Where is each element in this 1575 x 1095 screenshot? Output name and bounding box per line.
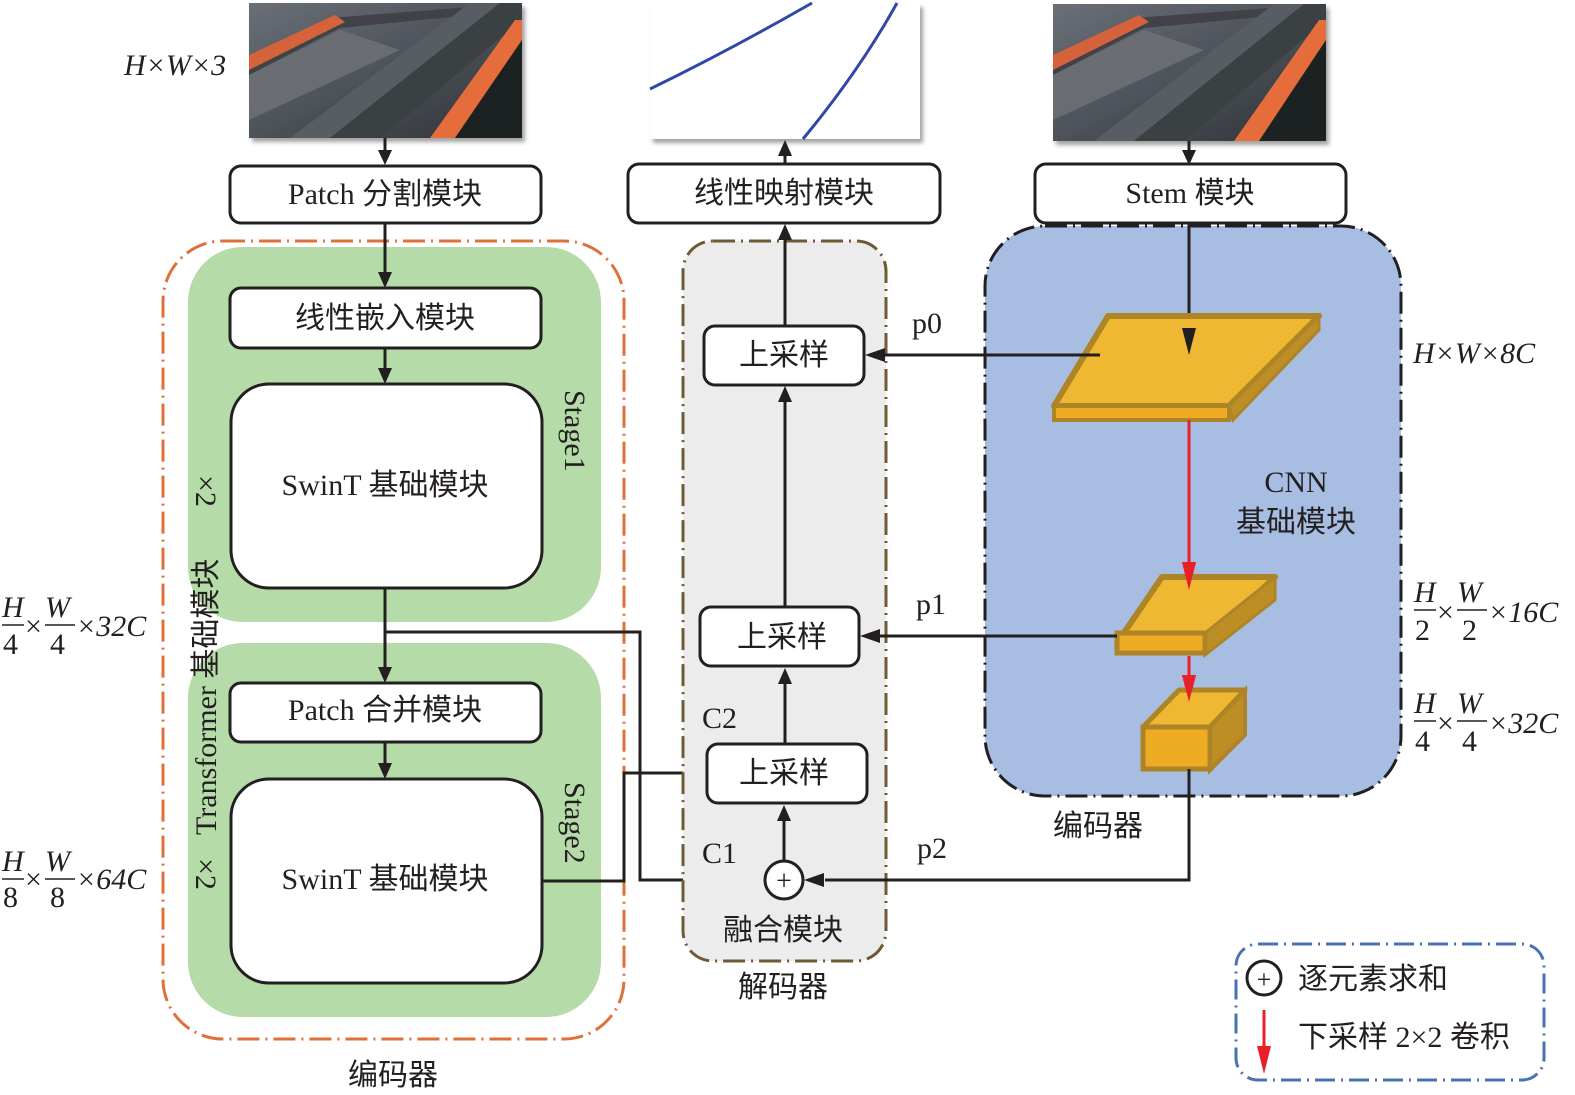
arrowhead [378,368,392,384]
patch-split-label: Patch 分割模块 [288,178,482,211]
dim-p0: H×W×8C [1412,337,1536,370]
fusion-sum-node: + [763,859,805,901]
feature-map-p2 [1140,684,1248,775]
right-encoder-caption: 编码器 [1053,810,1143,843]
svg-text:×64C: ×64C [76,863,147,896]
svg-text:2: 2 [1462,614,1477,647]
left-input-dim: H×W×3 [123,49,226,82]
stage1-label: Stage1 [558,390,591,472]
cnn-title-line2: 基础模块 [1236,506,1356,539]
upsample-bottom-label: 上采样 [739,757,829,790]
arrowhead [378,272,392,288]
feature-map-p1 [1114,573,1278,659]
svg-text:W: W [45,845,73,878]
upsample-top-box [702,324,866,387]
upsample-mid-box [698,605,861,668]
linear-embed-label: 线性嵌入模块 [295,302,475,335]
arrowhead-p2 [1182,675,1196,702]
transformer-block-vertical-label: Transformer 基础模块 [190,559,223,835]
stage2-label: Stage2 [558,782,591,864]
svg-text:8: 8 [3,881,18,914]
dim-stage1: H 4 × W 4 ×32C [1,591,147,661]
svg-text:W: W [1457,576,1485,609]
svg-text:×: × [25,863,42,896]
dim-stage2: H 8 × W 8 ×64C [1,845,147,914]
arrowhead [778,224,792,240]
left-encoder-caption: 编码器 [348,1059,438,1092]
svg-text:H: H [1,845,26,878]
legend-sum-icon: + [1245,959,1283,997]
patch-merge-label: Patch 合并模块 [288,694,482,727]
transformer-encoder-border [161,239,626,1041]
repeat-x2-stage1: ×2 [189,475,222,507]
svg-text:H: H [1413,687,1438,720]
arrowhead [860,629,880,643]
svg-text:4: 4 [3,628,18,661]
arrowhead [804,873,824,887]
arrowhead [378,763,392,779]
cnn-title-line1: CNN [1264,466,1327,499]
repeat-x2-stage2: ×2 [189,858,222,890]
arrowhead [378,667,392,683]
svg-text:×16C: ×16C [1488,596,1559,629]
linear-projection-box [626,162,942,225]
arrowhead [778,668,792,684]
left-input-image [249,3,522,138]
arrowhead [865,348,885,362]
feature-map-p0 [1051,312,1322,423]
svg-text:8: 8 [50,881,65,914]
legend-downsample-label: 下采样 2×2 卷积 [1298,1021,1510,1054]
p2-label: p2 [917,832,947,865]
upsample-top-label: 上采样 [739,339,829,372]
arrowhead [777,805,791,821]
svg-text:W: W [1457,687,1485,720]
arrowhead-p1 [1182,562,1196,590]
upsample-bottom-box [705,742,869,805]
c1-label: C1 [702,837,737,870]
svg-text:×32C: ×32C [76,610,147,643]
lateral-p2 [825,769,1191,882]
fusion-module-label: 融合模块 [723,914,843,947]
linear-projection-label: 线性映射模块 [694,177,874,210]
output-segmentation-image [649,1,920,140]
decoder-caption: 解码器 [738,971,828,1004]
upsample-mid-label: 上采样 [737,621,827,654]
c2-label: C2 [702,702,737,735]
svg-text:H: H [1413,576,1438,609]
skip-connection-c2 [542,771,695,883]
swint-block-1-label: SwinT 基础模块 [282,469,489,502]
svg-text:×: × [1437,596,1454,629]
svg-text:W: W [45,591,73,624]
arrowhead [1182,150,1196,165]
svg-text:4: 4 [50,628,65,661]
p1-label: p1 [916,588,946,621]
svg-text:4: 4 [1462,725,1477,758]
arrowhead-p0 [1182,328,1196,355]
svg-text:H: H [1,591,26,624]
svg-text:×32C: ×32C [1488,707,1559,740]
svg-text:4: 4 [1415,725,1430,758]
dim-p2: H 4 × W 4 ×32C [1413,687,1559,758]
legend-downsample-arrow-icon [1257,1010,1271,1074]
svg-text:+: + [1257,965,1272,994]
dim-p1: H 2 × W 2 ×16C [1413,576,1559,647]
stem-label: Stem 模块 [1125,177,1254,210]
arrowhead [778,140,792,156]
p0-label: p0 [912,307,942,340]
svg-text:2: 2 [1415,614,1430,647]
svg-text:×: × [25,610,42,643]
right-input-image [1053,4,1326,141]
svg-text:+: + [776,866,792,897]
arrowhead [778,386,792,402]
svg-text:×: × [1437,707,1454,740]
swint-block-2-label: SwinT 基础模块 [282,863,489,896]
legend-sum-label: 逐元素求和 [1298,963,1448,996]
arrowhead [378,150,392,165]
legend-box [1234,942,1546,1082]
